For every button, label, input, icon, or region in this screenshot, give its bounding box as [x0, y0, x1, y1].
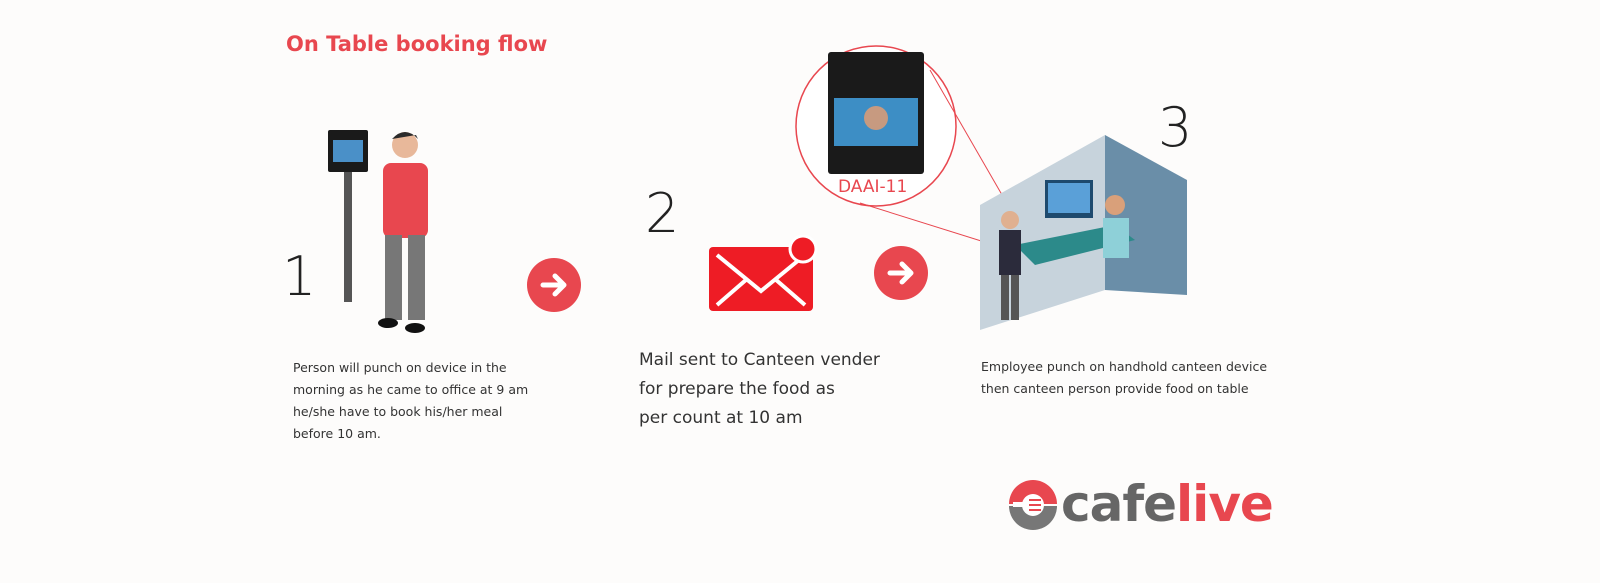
desc-line: Mail sent to Canteen vender	[639, 350, 880, 370]
step-2-number: 2	[645, 182, 680, 245]
desc-line: before 10 am.	[293, 426, 381, 441]
desc-line: Person will punch on device in the	[293, 360, 507, 375]
desc-line: morning as he came to office at 9 am	[293, 382, 529, 397]
desc-line: Employee punch on handhold canteen devic…	[981, 359, 1268, 374]
desc-line: per count at 10 am	[639, 408, 803, 428]
office-cubicle-illustration	[980, 135, 1187, 330]
person-at-kiosk-illustration	[328, 130, 428, 333]
step-2-description: Mail sent to Canteen vender for prepare …	[639, 346, 880, 433]
mail-notification-icon	[709, 235, 818, 311]
cafelive-logo-icon	[1009, 480, 1057, 530]
step-1-number: 1	[282, 245, 317, 308]
device-zoom-callout	[795, 45, 1029, 251]
logo-text-cafe: cafe	[1061, 475, 1177, 533]
cafelive-logo: cafe live	[1005, 475, 1274, 533]
arrow-right-icon	[527, 258, 581, 312]
arrow-right-icon	[874, 246, 928, 300]
desc-line: he/she have to book his/her meal	[293, 404, 503, 419]
step-3-description: Employee punch on handhold canteen devic…	[981, 356, 1267, 400]
step-3-number: 3	[1158, 96, 1193, 159]
device-label: DAAI-11	[838, 177, 908, 197]
logo-text-live: live	[1176, 475, 1274, 533]
desc-line: then canteen person provide food on tabl…	[981, 381, 1249, 396]
step-1-description: Person will punch on device in the morni…	[293, 357, 528, 445]
desc-line: for prepare the food as	[639, 379, 835, 399]
page-title: On Table booking flow	[286, 32, 548, 56]
